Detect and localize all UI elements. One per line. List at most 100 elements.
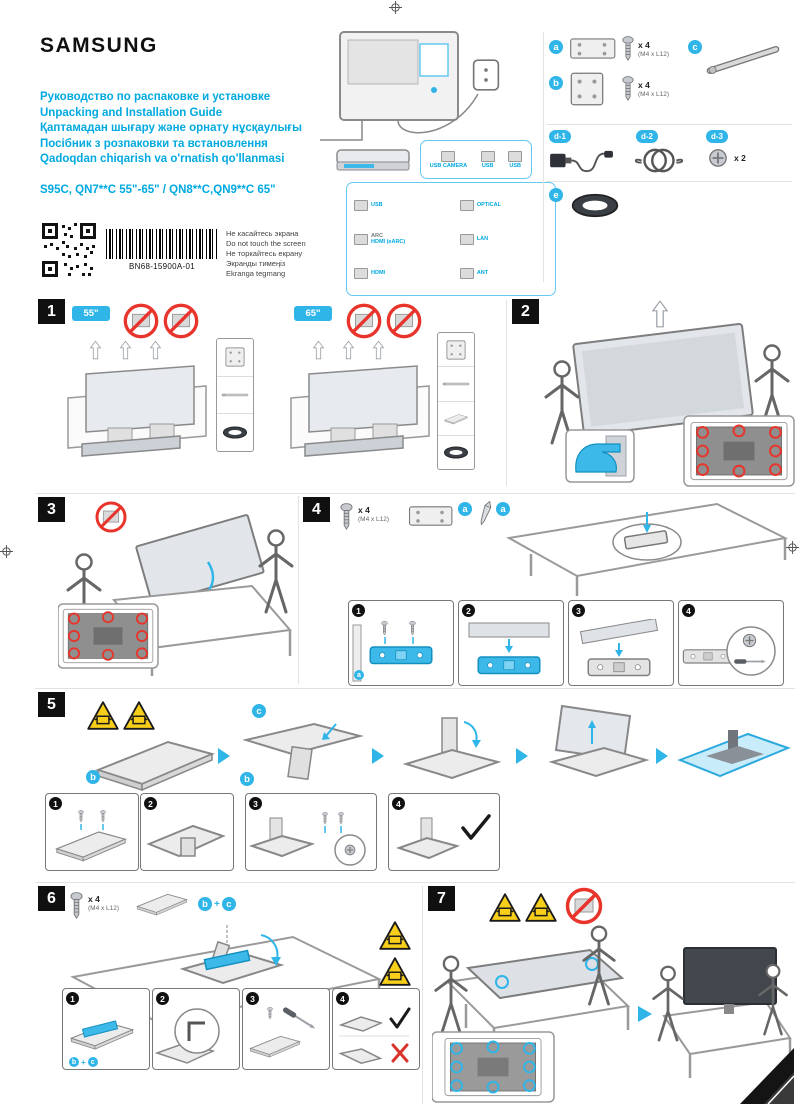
substep-illustration (352, 621, 433, 682)
step-2-number: 2 (512, 299, 539, 324)
column-divider (506, 300, 507, 486)
title-kk: Қаптамадан шығару және орнату нұсқаулығы (40, 122, 302, 134)
title-uz: Qadoqdan chiqarish va o'rnatish qo'llanm… (40, 153, 285, 165)
callout-e: e (549, 188, 563, 202)
callout-b: b (86, 770, 100, 784)
substep-number: 2 (462, 604, 475, 617)
hdmi-icon (354, 233, 368, 245)
usb-camera-ports-box: USB CAMERA USB USB (420, 140, 532, 179)
screw-icon (70, 892, 83, 920)
parts-divider (546, 124, 792, 125)
screw-icon (622, 36, 634, 62)
warning-icon (86, 700, 120, 731)
callout-a: a (458, 502, 472, 516)
badge-d1: d-1 (549, 130, 571, 143)
flow-arrow-icon (218, 748, 230, 764)
port-hdmi: HDMI (354, 256, 460, 290)
part-a-qty: x 4 (638, 40, 650, 50)
samsung-logo: SAMSUNG (40, 34, 158, 57)
callout-a: a (549, 40, 563, 54)
row-divider (35, 493, 795, 494)
step3-laying-down-illustration (58, 501, 294, 676)
step-1-number: 1 (38, 299, 65, 324)
prohibition-icon (122, 302, 160, 340)
warning-en: Do not touch the screen (226, 239, 306, 248)
lan-icon (459, 233, 474, 245)
step1-unboxing-illustration-55 (67, 340, 207, 457)
plus-sign: + (214, 898, 220, 910)
part-a-spec: (M4 x L12) (638, 51, 670, 58)
step5-stage5-finished-stand (677, 730, 791, 778)
stand-wedge-illustration (134, 890, 190, 916)
bracket-illustration (405, 504, 455, 528)
warning-uk: Не торкайтесь екрану (226, 249, 303, 258)
row-divider (35, 688, 795, 689)
header-divider (543, 32, 544, 282)
screw-top-icon (708, 148, 728, 168)
callout-b: b (69, 1057, 79, 1067)
port-hdmi-earc: ARC HDMI (eARC) (354, 222, 460, 256)
substep-illustration (249, 1006, 317, 1058)
flow-arrow-icon (372, 748, 384, 764)
port-optical: OPTICAL (459, 188, 548, 222)
optical-icon (459, 199, 474, 211)
step4-substep-3-panel: 3 (568, 600, 674, 686)
substep-number: 3 (246, 992, 259, 1005)
callout-c: c (252, 704, 266, 718)
warning-icon (122, 700, 156, 731)
part-b-plate-illustration (568, 70, 606, 108)
step-6-number: 6 (38, 886, 65, 911)
strip-item (438, 333, 474, 366)
callout-c: c (87, 1057, 98, 1067)
antenna-icon (459, 267, 474, 279)
port-lan: LAN (459, 222, 548, 256)
strip-item (217, 375, 253, 414)
substep-illustration (155, 1008, 220, 1064)
step5-stage1-base (97, 741, 213, 791)
usb-icon (480, 150, 495, 162)
main-ports-box: USB OPTICAL ARC HDMI (eARC) LAN HDMI ANT (346, 182, 556, 296)
part-a-bracket-illustration (566, 36, 618, 61)
step4-substep-4-panel: 4 (678, 600, 784, 686)
step5-stage3-rotate-stand (402, 717, 502, 780)
step-5-number: 5 (38, 692, 65, 717)
usb-camera-icon (441, 150, 456, 162)
prohibition-icon (345, 302, 383, 340)
substep-illustration (579, 619, 659, 677)
page-fold-mark (740, 1048, 795, 1105)
screw-icon (340, 503, 353, 531)
column-divider (422, 886, 423, 1104)
substep-number: 3 (572, 604, 585, 617)
part-b-spec: (M4 x L12) (638, 91, 670, 98)
cable-coil-illustration (630, 144, 688, 177)
warning-icon (378, 920, 412, 951)
document-code: BN68-15900A-01 (128, 262, 196, 271)
screw-icon (622, 76, 634, 102)
title-block: Руководство по распаковке и установке Un… (40, 90, 302, 168)
step5-substep-2-panel: 2 (140, 793, 234, 871)
registration-mark-icon (389, 1, 402, 14)
substep-number: 3 (249, 797, 262, 810)
step4-substep-1-panel: 1 a (348, 600, 454, 686)
callout-a: a (354, 670, 364, 680)
port-usb-2: USB (508, 150, 523, 169)
step6-screw-qty: x 4 (88, 894, 100, 904)
step1-parts-strip (437, 332, 475, 470)
substep-illustration (395, 814, 491, 860)
step5-stage2-attach-neck (242, 722, 364, 781)
step2-lifting-illustration (544, 300, 795, 487)
substep-illustration (56, 810, 126, 862)
step6-substep-2-panel: 2 (152, 988, 240, 1070)
step1-parts-strip (216, 338, 254, 452)
step4-screw-spec: (M4 x L12) (358, 516, 390, 523)
screen-warning-block: Не касайтесь экрана Do not touch the scr… (226, 229, 306, 279)
callout-a: a (496, 502, 510, 516)
model-list: S95C, QN7**C 55"-65" / QN8**C,QN9**C 65" (40, 184, 276, 196)
warning-icon (488, 892, 522, 923)
size-badge-55: 55" (72, 306, 110, 321)
usb-icon (508, 150, 523, 162)
strip-item (217, 413, 253, 451)
tv-connection-diagram (320, 31, 500, 141)
step6-substep-1-panel: 1 b + c (62, 988, 150, 1070)
